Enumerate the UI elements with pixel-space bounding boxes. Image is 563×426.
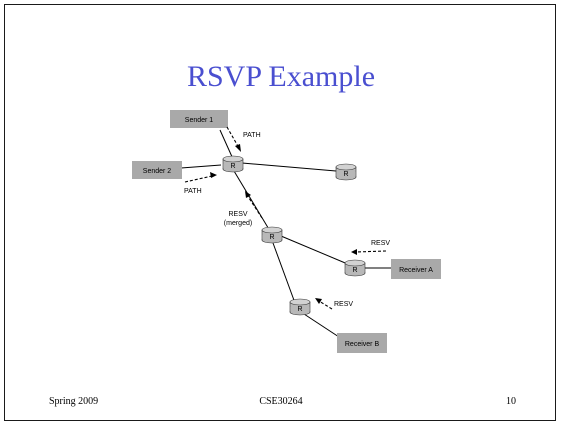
resv-b-arrow [318, 300, 333, 310]
slide: RSVP Example Sender 1 Sender 2 Receiver … [4, 4, 556, 421]
link-sender1-r1 [219, 129, 234, 160]
resv-a-arrow [354, 250, 387, 253]
footer-page-number: 10 [506, 396, 516, 407]
router-5-label: R [297, 306, 302, 313]
resv-b-label: RESV [334, 301, 353, 308]
router-5: R [289, 298, 311, 316]
host-sender2: Sender 2 [132, 161, 182, 179]
host-receiver-b: Receiver B [337, 333, 387, 353]
rsvp-diagram: Sender 1 Sender 2 Receiver A Receiver B … [132, 110, 441, 353]
resv-b-arrow-head [315, 298, 322, 304]
router-4-label: R [352, 267, 357, 274]
link-r1-r3 [233, 170, 271, 232]
resv-merged-arrow-head [245, 191, 251, 198]
link-r1-r2 [241, 162, 337, 172]
router-2-label: R [343, 171, 348, 178]
router-3: R [261, 226, 283, 244]
host-sender1-label: Sender 1 [185, 117, 214, 124]
path-label-2: PATH [184, 188, 202, 195]
host-receiver-a: Receiver A [391, 259, 441, 279]
path-label-1: PATH [243, 132, 261, 139]
host-receiver-b-label: Receiver B [345, 341, 380, 348]
resv-merged-label-1: RESV [228, 211, 247, 218]
link-r3-r5 [272, 242, 296, 304]
host-receiver-a-label: Receiver A [399, 267, 433, 274]
router-1-label: R [230, 163, 235, 170]
router-1: R [222, 155, 244, 173]
router-3-label: R [269, 234, 274, 241]
host-sender2-label: Sender 2 [143, 168, 172, 175]
link-sender2-r1 [180, 164, 222, 169]
resv-a-arrow-head [351, 249, 357, 255]
host-sender1: Sender 1 [170, 110, 228, 128]
footer-date: Spring 2009 [49, 396, 99, 407]
slide-title: RSVP Example [186, 60, 376, 93]
path-arrow-1-head [235, 144, 241, 152]
path-arrow-1 [226, 126, 240, 149]
path-arrow-2 [184, 175, 213, 183]
router-4: R [344, 259, 366, 277]
resv-a-label: RESV [371, 240, 390, 247]
router-2: R [335, 163, 357, 181]
footer-course: CSE30264 [259, 396, 303, 407]
link-r5-receiverB [303, 313, 340, 338]
resv-merged-arrow [246, 194, 263, 219]
path-arrow-2-head [210, 172, 217, 178]
link-r3-r4 [280, 235, 351, 266]
resv-merged-label-2: (merged) [224, 220, 252, 227]
